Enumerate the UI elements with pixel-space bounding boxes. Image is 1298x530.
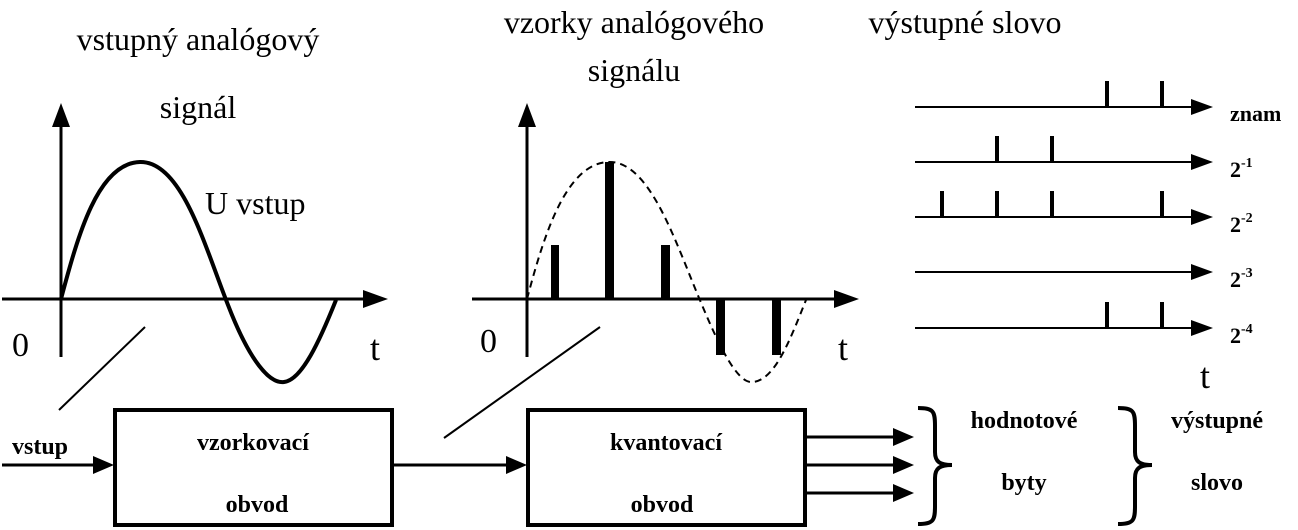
output-pulse: [995, 136, 999, 162]
samples-panel-title-line1: vzorky analógového: [504, 4, 764, 40]
output-pulse: [1160, 302, 1164, 328]
samples-dashed-sine: [526, 160, 807, 384]
output-row-label: 2-3: [1230, 266, 1253, 292]
output-time-label: t: [1200, 356, 1210, 396]
output-pulse: [940, 191, 944, 217]
quantizer-label-line1: kvantovací: [610, 430, 722, 456]
sample-bar: [551, 245, 559, 299]
brace-group1-line1: hodnotové: [971, 408, 1078, 434]
output-bit-arrowhead: [1191, 264, 1213, 280]
output-pulse: [1160, 81, 1164, 107]
output-row-label: 2-4: [1230, 322, 1253, 348]
output-pulse: [1050, 136, 1054, 162]
sampler-to-quantizer-arrowhead: [506, 456, 527, 474]
output-row-label: 2-2: [1230, 211, 1253, 237]
output-pulse: [1105, 302, 1109, 328]
word-brace: [1117, 406, 1153, 526]
samples-zoom-line: [443, 326, 601, 439]
block-diagram: vstup vzorkovací obvod kvantovací obvod …: [2, 406, 1263, 527]
bytes-brace: [917, 406, 953, 526]
sample-bar: [772, 299, 781, 355]
sampler-label-line1: vzorkovací: [197, 430, 309, 456]
output-row-label: znam: [1230, 101, 1281, 126]
samples-panel: vzorky analógového signálu 0 t: [443, 4, 859, 439]
sample-bar: [605, 162, 614, 299]
samples-panel-title-line2: signálu: [588, 52, 680, 88]
quantizer-output-arrowhead: [893, 484, 914, 502]
output-bit-arrowhead: [1191, 154, 1213, 170]
input-time-label: t: [370, 328, 380, 368]
input-origin-label: 0: [12, 327, 29, 364]
brace-group2-line2: slovo: [1191, 470, 1243, 496]
output-pulse: [1160, 191, 1164, 217]
sample-bar: [716, 299, 725, 355]
output-pulse: [1105, 81, 1109, 107]
input-label: vstup: [12, 434, 68, 460]
output-word-panel: výstupné slovo znam 2-1 2-2 2-3 2-4 t: [869, 4, 1282, 396]
input-y-axis-arrowhead: [52, 103, 70, 127]
quantizer-label-line2: obvod: [631, 492, 694, 518]
input-zoom-line: [58, 326, 146, 411]
samples-origin-label: 0: [480, 323, 497, 360]
sample-bar: [661, 245, 670, 299]
sampler-block: [113, 408, 394, 527]
quantizer-block: [526, 408, 807, 527]
samples-y-axis-arrowhead: [518, 103, 536, 127]
input-signal-panel: vstupný analógový signál U vstup 0 t: [2, 21, 388, 411]
input-sine-curve: [59, 159, 338, 385]
input-panel-title-line2: signál: [160, 89, 237, 125]
output-bit-arrowhead: [1191, 209, 1213, 225]
input-arrowhead: [93, 456, 114, 474]
sampler-label-line2: obvod: [226, 492, 289, 518]
input-x-axis-arrowhead: [363, 290, 388, 308]
output-panel-title: výstupné slovo: [869, 4, 1062, 40]
output-pulse: [995, 191, 999, 217]
samples-x-axis-arrowhead: [834, 290, 859, 308]
samples-time-label: t: [838, 328, 848, 368]
quantizer-output-arrowhead: [893, 456, 914, 474]
quantizer-output-arrowhead: [893, 428, 914, 446]
output-pulse: [1050, 191, 1054, 217]
brace-group2-line1: výstupné: [1171, 408, 1263, 434]
brace-group1-line2: byty: [1001, 470, 1046, 496]
input-panel-title-line1: vstupný analógový: [77, 21, 320, 57]
output-row-label: 2-1: [1230, 156, 1253, 182]
output-bit-arrowhead: [1191, 99, 1213, 115]
output-bit-arrowhead: [1191, 320, 1213, 336]
input-curve-label: U vstup: [205, 185, 305, 221]
